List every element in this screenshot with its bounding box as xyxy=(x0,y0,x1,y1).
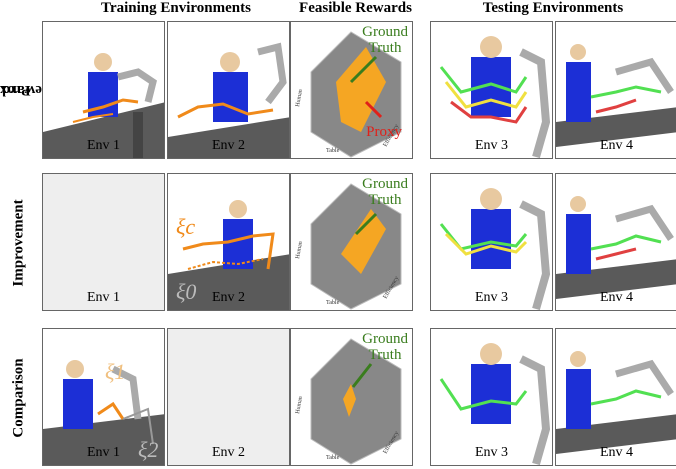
env-label: Env 4 xyxy=(599,290,634,305)
env-label: Env 3 xyxy=(474,445,509,460)
panel-comparison-env2: Env 2 xyxy=(167,328,290,466)
panel-comparison-env3: Env 3 xyxy=(430,328,553,466)
panel-improvement-env3: Env 3 xyxy=(430,173,553,311)
env-label: Env 1 xyxy=(86,290,121,305)
env-label: Env 3 xyxy=(474,290,509,305)
env-label: Env 2 xyxy=(211,290,246,305)
row-header-comparison: Comparison xyxy=(11,358,27,438)
panel-comparison-env1: ξ1 ξ2 Env 1 xyxy=(42,328,165,466)
row-header-proxy: ProxyReward xyxy=(0,20,52,160)
axis-human: Human xyxy=(295,241,304,259)
env-label: Env 1 xyxy=(86,138,121,153)
xi-2-label: ξ2 xyxy=(138,437,159,462)
axis-table: Table xyxy=(326,455,340,461)
proxy-label: Proxy xyxy=(366,124,402,140)
env-label: Env 4 xyxy=(599,445,634,460)
panel-proxy-env1: Env 1 xyxy=(42,21,165,159)
row-header-improvement: Improvement xyxy=(11,199,27,287)
panel-proxy-env2: Env 2 xyxy=(167,21,290,159)
panel-proxy-env3: Env 3 xyxy=(430,21,553,159)
col-header-testing: Testing Environments xyxy=(482,0,624,16)
env-label: Env 2 xyxy=(211,138,246,153)
xi-1-label: ξ1 xyxy=(105,359,126,384)
panel-proxy-env4: Env 4 xyxy=(555,21,676,159)
xi-c-label: ξc xyxy=(176,214,196,239)
axis-table: Table xyxy=(326,148,340,154)
xi-0-label: ξ0 xyxy=(176,279,197,304)
axis-human: Human xyxy=(295,89,304,107)
panel-comparison-env4: Env 4 xyxy=(555,328,676,466)
axis-table: Table xyxy=(326,300,340,306)
env-label: Env 1 xyxy=(86,445,121,460)
col-header-training: Training Environments xyxy=(101,0,251,16)
env-label: Env 4 xyxy=(599,138,634,153)
col-header-feasible: Feasible Rewards xyxy=(299,0,412,16)
panel-improvement-env4: Env 4 xyxy=(555,173,676,311)
env-label: Env 2 xyxy=(211,445,246,460)
axis-human: Human xyxy=(295,396,304,414)
env-label: Env 3 xyxy=(474,138,509,153)
panel-improvement-env1: Env 1 xyxy=(42,173,165,311)
panel-improvement-env2: ξc ξ0 Env 2 xyxy=(167,173,290,311)
